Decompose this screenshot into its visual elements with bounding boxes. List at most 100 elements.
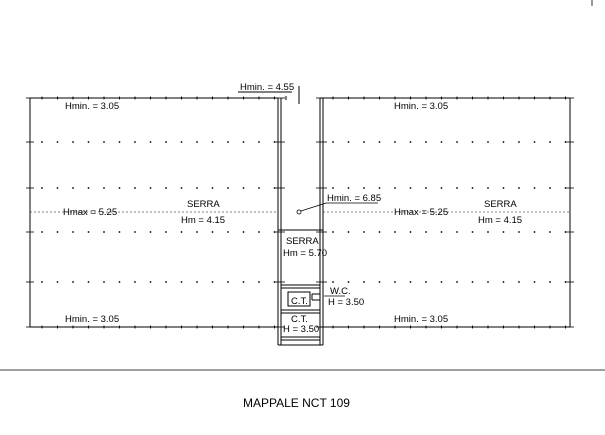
grid-dot [425, 141, 427, 143]
grid-dot [134, 281, 136, 283]
grid-dot [378, 281, 381, 283]
grid-dot [487, 141, 489, 143]
grid-dot [165, 187, 167, 189]
grid-dot [196, 141, 198, 143]
hm-center-label: Hm = 5.70 [283, 248, 327, 259]
grid-dot [425, 231, 427, 233]
hmin-left-bottom-label: Hmin. = 3.05 [65, 314, 119, 325]
grid-dot [440, 141, 443, 143]
grid-dot [180, 281, 183, 283]
grid-dot [41, 187, 43, 189]
grid-dot [533, 141, 536, 143]
grid-dot [87, 281, 90, 283]
grid-dot [456, 231, 458, 233]
grid-dot [87, 231, 90, 233]
grid-dot [409, 231, 412, 233]
grid-dot [549, 141, 551, 143]
grid-dot [347, 231, 350, 233]
grid-dot [180, 141, 183, 143]
grid-dot [72, 187, 74, 189]
grid-dot [456, 187, 458, 189]
grid-dot [440, 231, 443, 233]
grid-dot [502, 231, 505, 233]
grid-dot [533, 231, 536, 233]
grid-dot [394, 187, 396, 189]
grid-dot [56, 187, 59, 189]
grid-dot [471, 231, 474, 233]
grid-dot [332, 141, 334, 143]
grid-dot [211, 187, 214, 189]
grid-dot [56, 141, 59, 143]
grid-dot [165, 141, 167, 143]
grid-dot [518, 141, 520, 143]
drawing-caption: MAPPALE NCT 109 [243, 396, 350, 410]
grid-dot [149, 231, 152, 233]
grid-dot [118, 281, 121, 283]
grid-dot [409, 141, 412, 143]
grid-dot [118, 187, 121, 189]
grid-dot [502, 187, 505, 189]
grid-dot [456, 281, 458, 283]
grid-dot [363, 281, 365, 283]
grid-dot [394, 281, 396, 283]
grid-dot [471, 281, 474, 283]
grid-dot [72, 231, 74, 233]
grid-dot [72, 281, 74, 283]
grid-dot [196, 281, 198, 283]
entry-marks [238, 86, 300, 104]
grid-dot [378, 187, 381, 189]
pillar-grid [41, 97, 567, 328]
grid-dot [332, 187, 334, 189]
grid-dot [103, 281, 105, 283]
central-corridor [277, 98, 324, 346]
hm-left-label: Hm = 4.15 [181, 215, 225, 226]
grid-dot [549, 187, 551, 189]
grid-dot [149, 141, 152, 143]
grid-dot [103, 187, 105, 189]
grid-dot [258, 187, 260, 189]
grid-dot [363, 141, 365, 143]
serra-right-label: SERRA [484, 199, 517, 210]
grid-dot [518, 231, 520, 233]
hmin-right-bottom-label: Hmin. = 3.05 [394, 314, 448, 325]
hmax-left-label: Hmax = 5.25 [63, 207, 117, 218]
grid-dot [549, 281, 551, 283]
grid-dot [564, 281, 567, 283]
grid-dot [149, 281, 152, 283]
hmin-entry-label: Hmin. = 4.55 [240, 82, 294, 93]
grid-dot [118, 141, 121, 143]
ct-lower-label: C.T. [291, 314, 308, 325]
grid-dot [518, 281, 520, 283]
grid-dot [72, 141, 74, 143]
grid-dot [332, 231, 334, 233]
grid-dot [149, 187, 152, 189]
grid-dot [347, 141, 350, 143]
grid-dot [211, 281, 214, 283]
grid-dot [549, 231, 551, 233]
grid-dot [196, 187, 198, 189]
wall-ticks [26, 96, 574, 329]
leader-line [296, 202, 378, 215]
grid-dot [471, 141, 474, 143]
grid-dot [87, 141, 90, 143]
grid-dot [180, 231, 183, 233]
grid-dot [211, 231, 214, 233]
grid-dot [56, 231, 59, 233]
grid-dot [165, 281, 167, 283]
grid-dot [378, 231, 381, 233]
grid-dot [134, 141, 136, 143]
grid-dot [487, 187, 489, 189]
grid-dot [487, 231, 489, 233]
services-block [281, 284, 320, 341]
hmin-left-top-label: Hmin. = 3.05 [65, 101, 119, 112]
ct-upper-label: C.T. [291, 296, 308, 307]
grid-dot [487, 281, 489, 283]
grid-dot [409, 281, 412, 283]
ct-lower-height-label: H = 3.50 [283, 324, 319, 335]
grid-dot [258, 141, 260, 143]
grid-dot [456, 141, 458, 143]
grid-dot [242, 141, 245, 143]
hmax-right-label: Hmax = 5.25 [394, 207, 448, 218]
grid-dot [180, 187, 183, 189]
